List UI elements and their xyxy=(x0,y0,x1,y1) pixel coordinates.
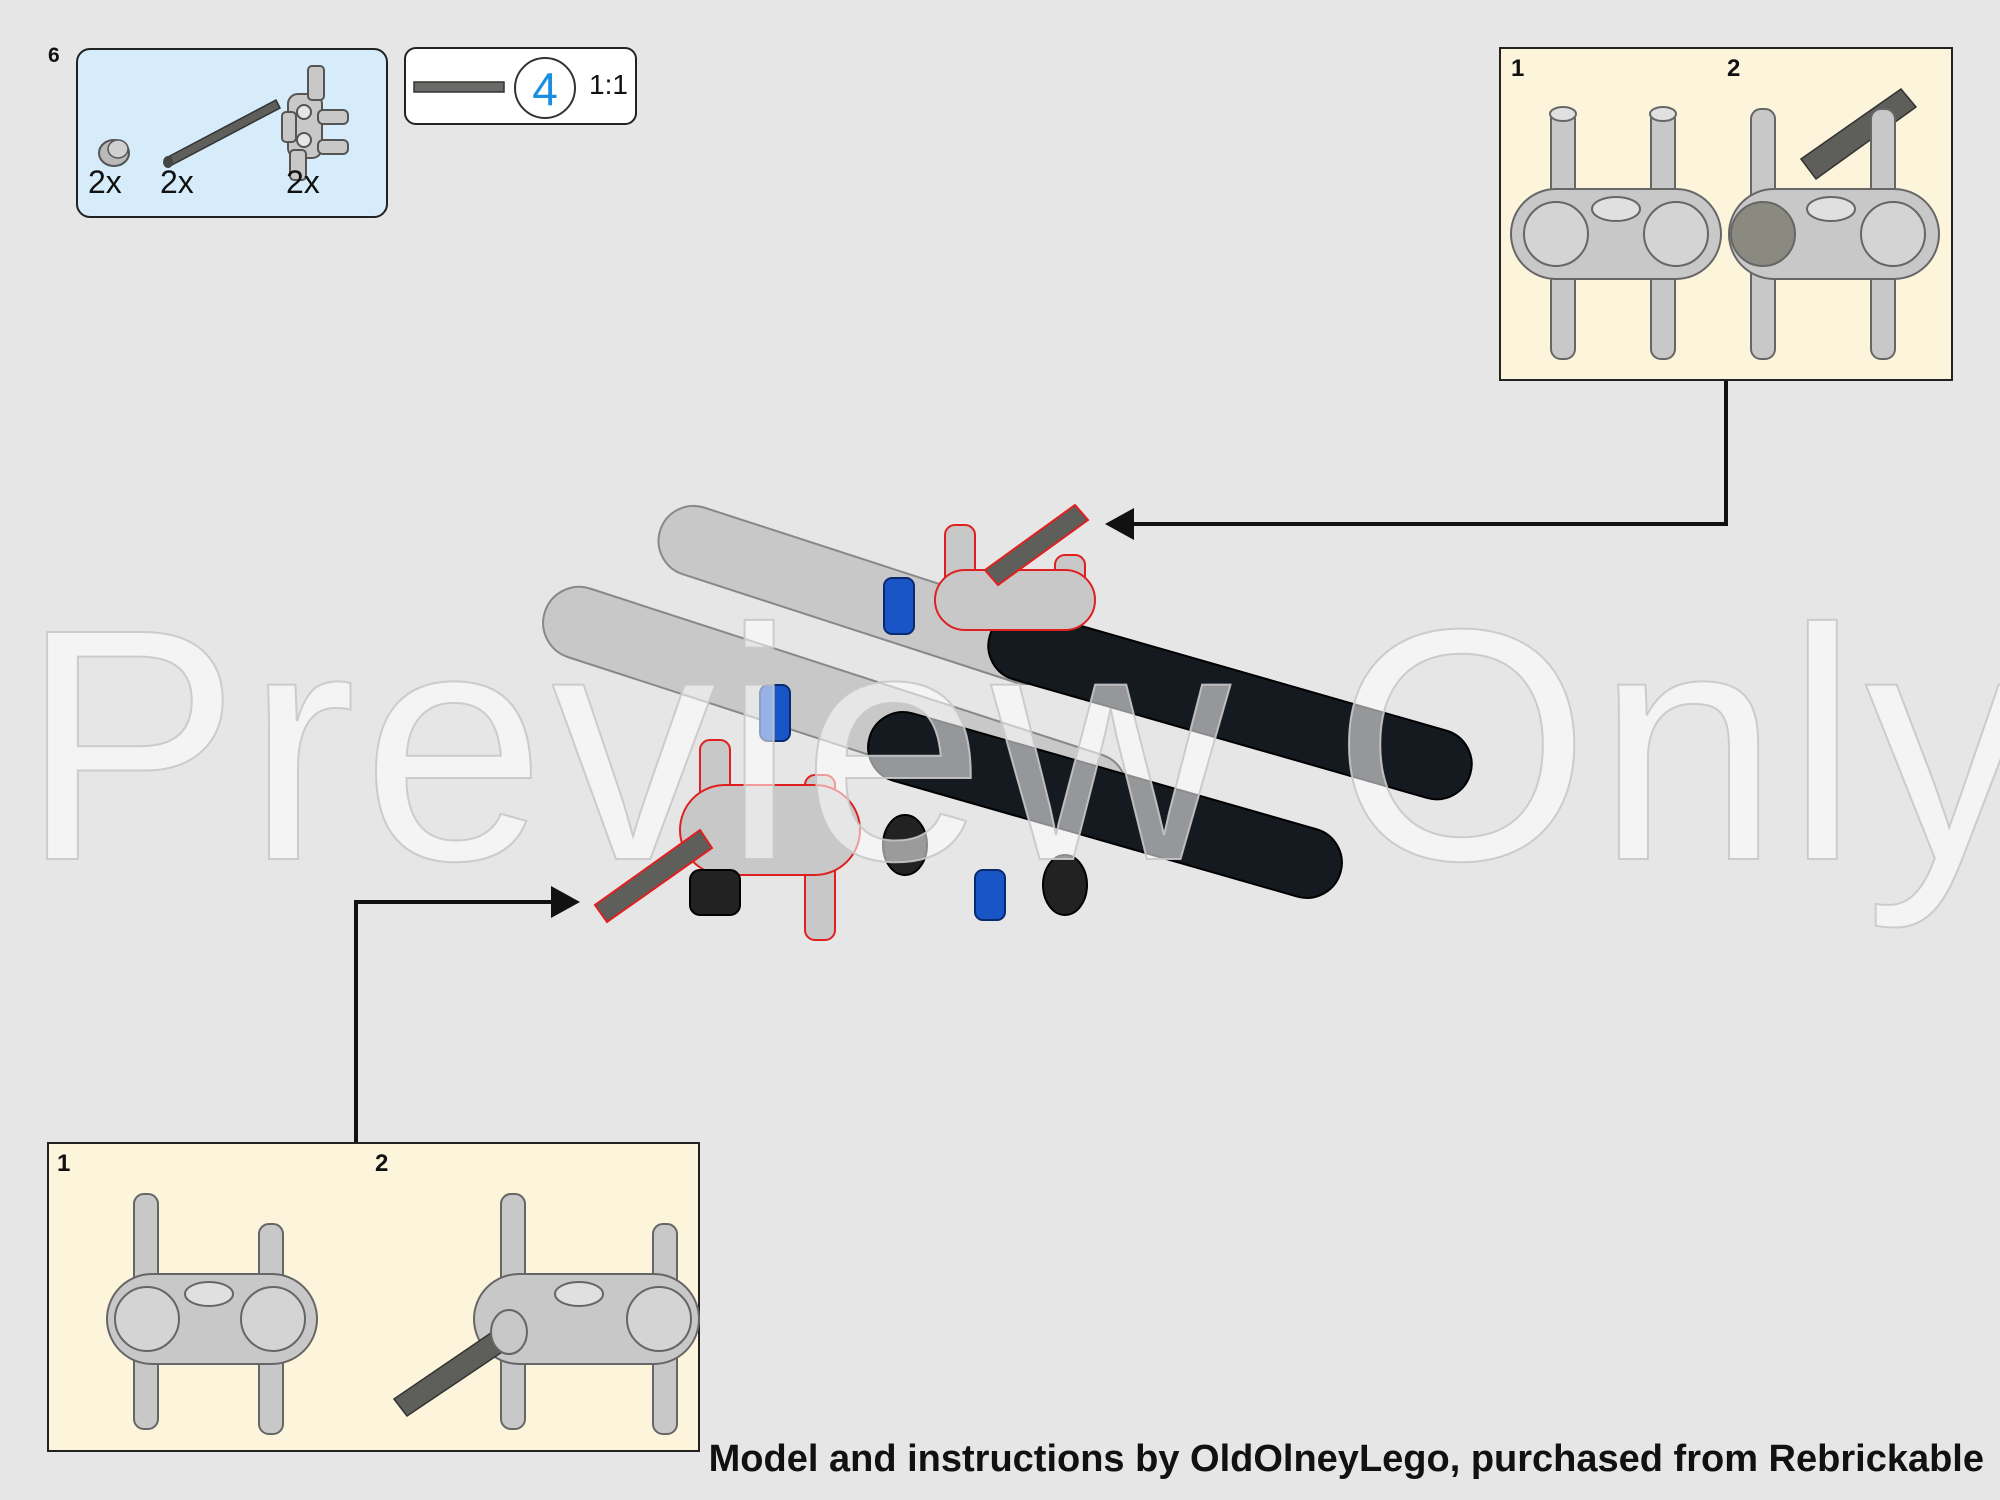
axle-length-number: 4 xyxy=(514,57,576,119)
connector-step2-image xyxy=(1728,87,1940,360)
sub-step-2-number: 2 xyxy=(1727,55,1741,82)
highlighted-connector-bottom xyxy=(593,739,861,941)
axle-length-callout: 4 1:1 xyxy=(404,47,637,125)
axle-part-icon xyxy=(163,98,281,168)
scale-label: 1:1 xyxy=(589,69,628,100)
sub-step-2-number: 2 xyxy=(375,1150,389,1177)
sub-step-1-number: 1 xyxy=(1511,55,1525,82)
subassembly-top-images xyxy=(1510,87,1940,360)
connector-part-icon xyxy=(281,65,349,181)
axle-quantity: 2x xyxy=(160,164,194,200)
black-pin-icons xyxy=(689,814,1088,916)
connector-step1-image xyxy=(106,1193,318,1435)
bush-quantity: 2x xyxy=(88,164,122,200)
black-beam-lower xyxy=(867,711,1343,899)
axle-length-icon xyxy=(413,81,505,93)
blue-pin-icons xyxy=(759,577,1006,921)
arrow-head-icon xyxy=(551,886,580,918)
connector-step1-image xyxy=(1510,106,1722,360)
black-beam-upper xyxy=(987,609,1473,801)
sub-step-1-number: 1 xyxy=(57,1150,71,1177)
subassembly-panel-top: 1 2 xyxy=(1499,47,1953,381)
parts-list-panel: 2x 2x 2x xyxy=(76,48,388,218)
subassembly-bottom-images xyxy=(106,1193,700,1435)
connector-step2-image xyxy=(392,1193,700,1435)
highlighted-connector-top xyxy=(934,503,1096,631)
parts-list-images xyxy=(98,65,349,181)
credits-text: Model and instructions by OldOlneyLego, … xyxy=(708,1438,1984,1480)
subassembly-panel-bottom: 1 2 xyxy=(47,1142,700,1452)
step-number: 6 xyxy=(48,44,60,67)
connector-quantity: 2x xyxy=(286,164,320,200)
bush-part-icon xyxy=(98,139,130,167)
arrow-head-icon xyxy=(1105,508,1134,540)
